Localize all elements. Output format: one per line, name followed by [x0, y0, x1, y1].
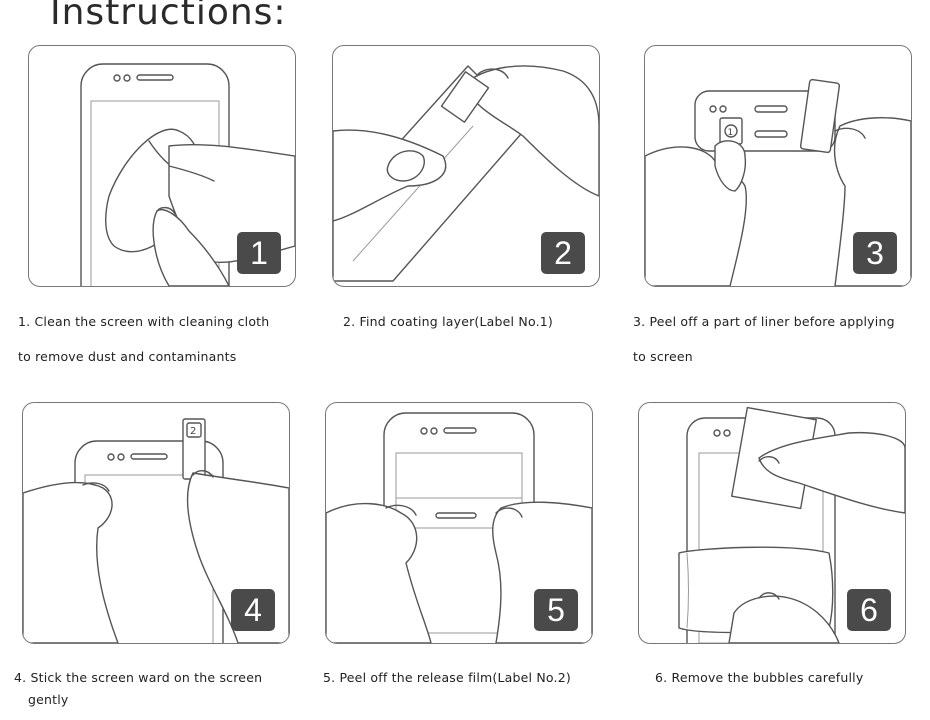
step-5-illustration [326, 412, 592, 643]
step-3-panel: 1 3 [644, 45, 912, 287]
step-1-panel: 1 [28, 45, 296, 287]
step-4-illustration: 2 [23, 418, 289, 643]
step-badge: 3 [853, 232, 897, 274]
step-1-caption-line2: to remove dust and contaminants [18, 349, 237, 364]
step-badge: 1 [237, 232, 281, 274]
step-badge: 5 [534, 589, 578, 631]
page-title: Instructions: [50, 0, 287, 33]
step-4-caption-line2: gently [28, 692, 69, 707]
step-badge: 2 [541, 232, 585, 274]
step-2-panel: 2 [332, 45, 600, 287]
step-1-caption: 1. Clean the screen with cleaning cloth [18, 314, 270, 329]
step-badge: 4 [231, 589, 275, 631]
step-5-caption: 5. Peel off the release film(Label No.2) [323, 670, 571, 685]
label-1-marker: 1 [728, 128, 734, 138]
step-6-caption: 6. Remove the bubbles carefully [655, 670, 864, 685]
step-2-illustration [333, 65, 599, 282]
label-2-marker: 2 [190, 426, 196, 437]
step-3-caption: 3. Peel off a part of liner before apply… [633, 314, 895, 329]
step-2-caption: 2. Find coating layer(Label No.1) [343, 314, 553, 329]
step-6-illustration [678, 406, 905, 643]
step-badge: 6 [847, 589, 891, 631]
step-4-caption: 4. Stick the screen ward on the screen [14, 670, 263, 685]
step-4-panel: 2 4 [22, 402, 290, 644]
step-5-panel: 5 [325, 402, 593, 644]
step-3-caption-line2: to screen [633, 349, 693, 364]
step-6-panel: 6 [638, 402, 906, 644]
